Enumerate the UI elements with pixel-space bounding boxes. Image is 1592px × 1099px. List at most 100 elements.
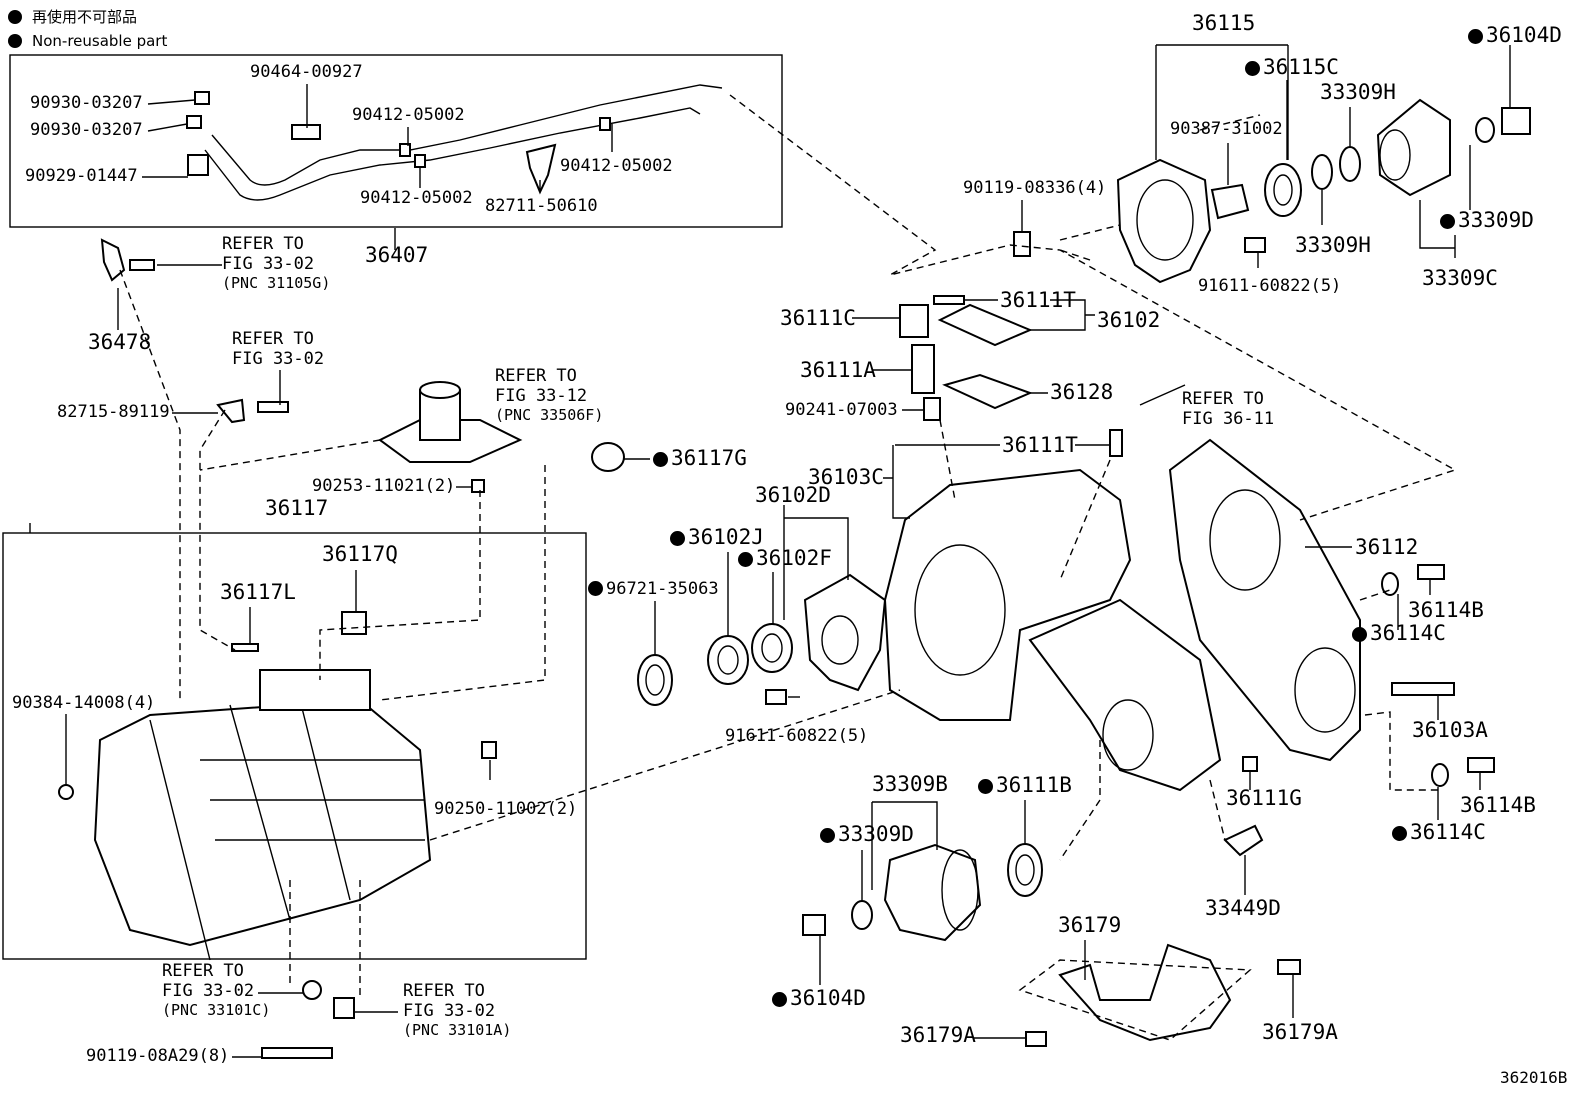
refer-note-33101a: REFER TO FIG 33-02 (PNC 33101A) bbox=[403, 983, 511, 1038]
part-label-36179a: 36179A bbox=[1262, 1020, 1338, 1044]
assembly-reference-lines bbox=[119, 94, 1457, 1041]
pin-36117l-icon bbox=[231, 643, 259, 652]
part-label-36102f: 36102F bbox=[738, 548, 832, 569]
companion-flange-33309b-icon bbox=[883, 843, 982, 942]
part-label-36407: 36407 bbox=[365, 243, 429, 267]
bolt-icon bbox=[765, 689, 787, 705]
part-label-36115c: 36115C bbox=[1245, 57, 1339, 78]
extension-housing-36117 bbox=[58, 479, 497, 961]
part-label-text: 33309D bbox=[1458, 208, 1534, 232]
part-label-33309h: 33309H bbox=[1320, 80, 1396, 104]
refer-line: FIG 33-02 bbox=[162, 981, 255, 1001]
transfer-rear-case-36115 bbox=[1116, 98, 1531, 284]
part-label-36114b: 36114B bbox=[1460, 793, 1536, 817]
washer-36114c-icon bbox=[1381, 572, 1399, 596]
part-label-90412-05002: 90412-05002 bbox=[560, 156, 673, 176]
non-reusable-marker-icon bbox=[653, 452, 668, 467]
washer-33309d-b-icon bbox=[851, 900, 873, 930]
part-label-text: 33309D bbox=[838, 822, 914, 846]
part-label-36102: 36102 bbox=[1097, 308, 1161, 332]
oil-seal-96721-icon bbox=[637, 654, 673, 706]
part-label-36115: 36115 bbox=[1192, 11, 1256, 35]
part-label-33309d: 33309D bbox=[820, 824, 914, 845]
refer-note-36-11: REFER TO FIG 36-11 bbox=[1182, 391, 1274, 428]
pin-36111g-icon bbox=[1242, 756, 1258, 772]
ball-90241-icon bbox=[923, 397, 941, 421]
part-label-36179a: 36179A bbox=[900, 1023, 976, 1047]
union-fitting-icon bbox=[186, 115, 202, 129]
part-label-text: 36102J bbox=[688, 525, 764, 549]
hose-assembly-box bbox=[9, 54, 783, 228]
part-label-text: 36111B bbox=[996, 773, 1072, 797]
part-label-36114b: 36114B bbox=[1408, 598, 1484, 622]
refer-note-33506f: REFER TO FIG 33-12 (PNC 33506F) bbox=[495, 368, 603, 423]
hose-joint-icon bbox=[599, 117, 611, 131]
part-label-33309b: 33309B bbox=[872, 772, 948, 796]
part-label-36117g: 36117G bbox=[653, 448, 747, 469]
legend-english-text: Non-reusable part bbox=[32, 32, 168, 50]
bearing-retainer-36102d-icon bbox=[803, 573, 887, 692]
part-label-text: 36114C bbox=[1370, 621, 1446, 645]
part-label-33449d: 33449D bbox=[1205, 896, 1281, 920]
pin-90384-icon bbox=[58, 784, 74, 800]
bolt-icon bbox=[257, 401, 289, 413]
part-label-36102j: 36102J bbox=[670, 527, 764, 548]
plug-36117q-icon bbox=[341, 611, 367, 635]
part-label-36104d: 36104D bbox=[772, 988, 866, 1009]
non-reusable-marker-icon bbox=[8, 9, 22, 24]
part-label-36111a: 36111A bbox=[800, 358, 876, 382]
part-label-36117: 36117 bbox=[265, 496, 329, 520]
part-label-33309h: 33309H bbox=[1295, 233, 1371, 257]
legend-japanese-text: 再使用不可部品 bbox=[32, 8, 138, 26]
bolt-36114b-b-icon bbox=[1467, 757, 1495, 773]
refer-line: REFER TO bbox=[232, 329, 314, 349]
hose-joint-icon bbox=[399, 143, 411, 157]
union-bracket-icon bbox=[187, 154, 209, 176]
part-label-82711-50610: 82711-50610 bbox=[485, 196, 598, 216]
part-label-36114c: 36114C bbox=[1352, 623, 1446, 644]
sensor-33449d-icon bbox=[1223, 824, 1264, 857]
part-label-36111t: 36111T bbox=[1002, 433, 1078, 457]
washer-33309h-icon bbox=[1339, 146, 1361, 182]
refer-line: (PNC 33101A) bbox=[403, 1021, 512, 1039]
plug-33101c-icon bbox=[302, 980, 322, 1000]
bolt-90119-08336-icon bbox=[1013, 231, 1031, 257]
legend-japanese: 再使用不可部品 bbox=[8, 6, 137, 27]
transfer-case-cover-36112 bbox=[1168, 438, 1361, 762]
washer-33309h-icon bbox=[1311, 154, 1333, 190]
non-reusable-marker-icon bbox=[1468, 29, 1483, 44]
extension-housing-box bbox=[2, 532, 587, 960]
part-label-text: 36104D bbox=[790, 986, 866, 1010]
plug-36117g-icon bbox=[591, 442, 625, 472]
part-label-36478: 36478 bbox=[88, 330, 152, 354]
nut-36104d-b-icon bbox=[802, 914, 826, 936]
oil-seal-36111b-icon bbox=[1007, 843, 1043, 897]
part-label-36103c: 36103C bbox=[808, 465, 884, 489]
part-label-33309d: 33309D bbox=[1440, 210, 1534, 231]
leader-lines bbox=[29, 44, 1511, 1058]
bolt-36179a-icon bbox=[1025, 1031, 1047, 1047]
refer-line: REFER TO bbox=[1182, 389, 1264, 409]
part-label-90384-14008: 90384-14008(4) bbox=[12, 693, 156, 713]
refer-line: FIG 36-11 bbox=[1182, 409, 1275, 429]
non-reusable-marker-icon bbox=[1245, 61, 1260, 76]
refer-line: FIG 33-02 bbox=[222, 254, 315, 274]
union-fitting-icon bbox=[194, 91, 210, 105]
oil-seal-36115c-icon bbox=[1264, 163, 1302, 217]
washer-33309d-icon bbox=[1475, 117, 1495, 143]
refer-note-33101c: REFER TO FIG 33-02 (PNC 33101C) bbox=[162, 963, 270, 1018]
part-label-36111g: 36111G bbox=[1226, 786, 1302, 810]
part-label-36179: 36179 bbox=[1058, 913, 1122, 937]
non-reusable-marker-icon bbox=[820, 828, 835, 843]
clamp-icon bbox=[291, 124, 321, 140]
non-reusable-marker-icon bbox=[8, 34, 22, 48]
refer-note-33-02: REFER TO FIG 33-02 bbox=[232, 331, 324, 368]
part-label-90387-31002: 90387-31002 bbox=[1170, 119, 1283, 139]
pin-90250-icon bbox=[481, 741, 497, 759]
bolt-36114b-icon bbox=[1417, 564, 1445, 580]
part-label-90930-03207: 90930-03207 bbox=[30, 120, 143, 140]
part-label-36114c: 36114C bbox=[1392, 822, 1486, 843]
bearing-36102j-icon bbox=[707, 635, 749, 685]
part-label-36111t: 36111T bbox=[1000, 288, 1076, 312]
